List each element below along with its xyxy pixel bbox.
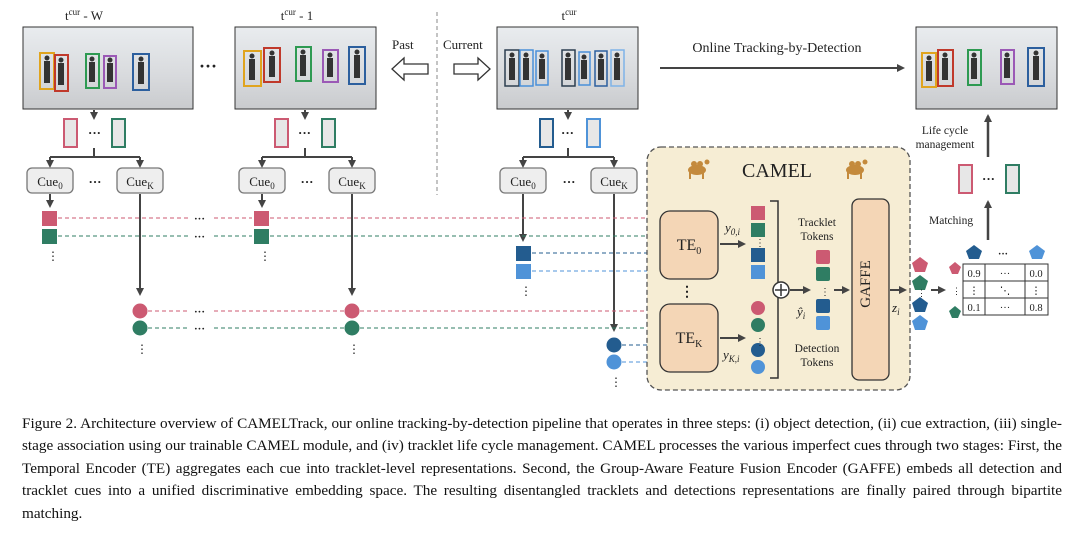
svg-text:TEK: TEK bbox=[676, 330, 704, 350]
svg-text:···: ··· bbox=[298, 125, 311, 140]
svg-text:···: ··· bbox=[194, 231, 205, 243]
svg-text:⋮: ⋮ bbox=[680, 285, 694, 300]
fused-tokens bbox=[816, 250, 830, 330]
svg-text:Tokens: Tokens bbox=[800, 231, 834, 243]
match-left-tokens bbox=[949, 262, 961, 318]
svg-text:···: ··· bbox=[194, 213, 205, 225]
svg-text:···: ··· bbox=[300, 174, 313, 189]
matrix-cell: 0.0 bbox=[1029, 269, 1042, 280]
svg-text:⋮: ⋮ bbox=[259, 249, 271, 263]
matrix-cell: ··· bbox=[1000, 269, 1011, 280]
tek-box bbox=[659, 303, 719, 373]
tracklet-cuek-tokens bbox=[132, 303, 360, 336]
svg-text:⋮: ⋮ bbox=[520, 284, 532, 298]
current-label: Current bbox=[443, 37, 483, 52]
svg-text:ŷi: ŷi bbox=[795, 304, 806, 321]
cue-boxes bbox=[26, 167, 638, 194]
online-tracking-label: Online Tracking-by-Detection bbox=[692, 41, 861, 56]
camel-icon bbox=[688, 159, 710, 179]
svg-text:GAFFE: GAFFE bbox=[858, 260, 874, 308]
crops-past-far bbox=[63, 118, 126, 148]
svg-text:TE0: TE0 bbox=[677, 237, 702, 257]
cue0-current: Cue0 bbox=[510, 174, 536, 191]
svg-text:···: ··· bbox=[562, 174, 575, 189]
svg-text:···: ··· bbox=[194, 323, 205, 335]
svg-text:···: ··· bbox=[561, 125, 574, 140]
crops-current bbox=[539, 118, 601, 148]
frame-title-past-far: tcur - W bbox=[65, 7, 104, 23]
svg-text:yK,i: yK,i bbox=[721, 347, 740, 364]
matrix-cell: ⋱ bbox=[1000, 286, 1011, 297]
detection-cuek-tokens bbox=[606, 337, 622, 370]
camel-icon bbox=[846, 159, 868, 179]
svg-text:⋮: ⋮ bbox=[348, 342, 360, 356]
gaffe-box bbox=[851, 198, 890, 381]
svg-text:Tokens: Tokens bbox=[800, 357, 834, 369]
tracklet-cue0-links bbox=[58, 214, 659, 240]
svg-text:···: ··· bbox=[998, 249, 1008, 260]
svg-text:⋮: ⋮ bbox=[755, 238, 765, 249]
cuek-past-far: CueK bbox=[126, 174, 154, 191]
matrix-cell: 0.9 bbox=[967, 269, 980, 280]
svg-text:···: ··· bbox=[88, 174, 101, 189]
cue-branches bbox=[46, 148, 618, 168]
people-silhouettes bbox=[44, 49, 1039, 85]
svg-text:y0,i: y0,i bbox=[723, 220, 741, 237]
cue0-past-near: Cue0 bbox=[249, 174, 275, 191]
tracklet-cue0-tokens bbox=[42, 211, 269, 244]
figure-caption: Figure 2. Architecture overview of CAMEL… bbox=[22, 415, 1062, 522]
svg-text:management: management bbox=[916, 139, 976, 151]
svg-text:⋮: ⋮ bbox=[952, 286, 961, 296]
architecture-diagram: tcur - W tcur - 1 tcur ··· bbox=[22, 7, 1058, 391]
tracklet-tokens-label: Tracklet bbox=[798, 217, 837, 229]
svg-text:⋮: ⋮ bbox=[47, 249, 59, 263]
detection-tokens-label: Detection bbox=[795, 343, 840, 355]
frame-title-past-near: tcur - 1 bbox=[281, 7, 313, 23]
svg-text:⋮: ⋮ bbox=[917, 288, 926, 298]
svg-text:···: ··· bbox=[982, 171, 995, 186]
te-output-tokens bbox=[751, 206, 765, 374]
svg-text:⋮: ⋮ bbox=[610, 375, 622, 389]
svg-text:⋮: ⋮ bbox=[755, 337, 765, 348]
match-top-tokens bbox=[966, 245, 1045, 259]
crops-past-near bbox=[274, 118, 336, 148]
cuek-past-near: CueK bbox=[338, 174, 366, 191]
current-arrow-icon bbox=[453, 56, 491, 82]
similarity-matrix bbox=[962, 263, 1049, 316]
svg-text:zi: zi bbox=[891, 300, 900, 317]
matrix-cell: ⋮ bbox=[969, 286, 980, 297]
past-arrow-icon bbox=[391, 56, 429, 82]
matrix-cell: 0.8 bbox=[1029, 303, 1042, 314]
life-cycle-label: Life cycle bbox=[922, 125, 968, 137]
past-label: Past bbox=[392, 37, 414, 52]
svg-text:⋮: ⋮ bbox=[136, 342, 148, 356]
ellipsis-frames: ··· bbox=[199, 56, 217, 76]
frame-title-current: tcur bbox=[561, 7, 576, 23]
matrix-cell: 0.1 bbox=[967, 303, 980, 314]
svg-text:···: ··· bbox=[194, 306, 205, 318]
camel-title: CAMEL bbox=[742, 160, 812, 182]
output-embeddings bbox=[912, 257, 928, 330]
te0-box bbox=[659, 210, 719, 280]
cuek-current: CueK bbox=[600, 174, 628, 191]
svg-text:⋮: ⋮ bbox=[820, 287, 830, 298]
detection-cue0-tokens bbox=[516, 246, 531, 279]
crops-ellipsis: ··· bbox=[88, 125, 101, 140]
matching-label: Matching bbox=[929, 215, 973, 227]
matrix-cell: ··· bbox=[1000, 303, 1011, 314]
matrix-cell: ⋮ bbox=[1031, 286, 1042, 297]
matched-tracklets bbox=[958, 164, 1020, 194]
cue0-past-far: Cue0 bbox=[37, 174, 63, 191]
